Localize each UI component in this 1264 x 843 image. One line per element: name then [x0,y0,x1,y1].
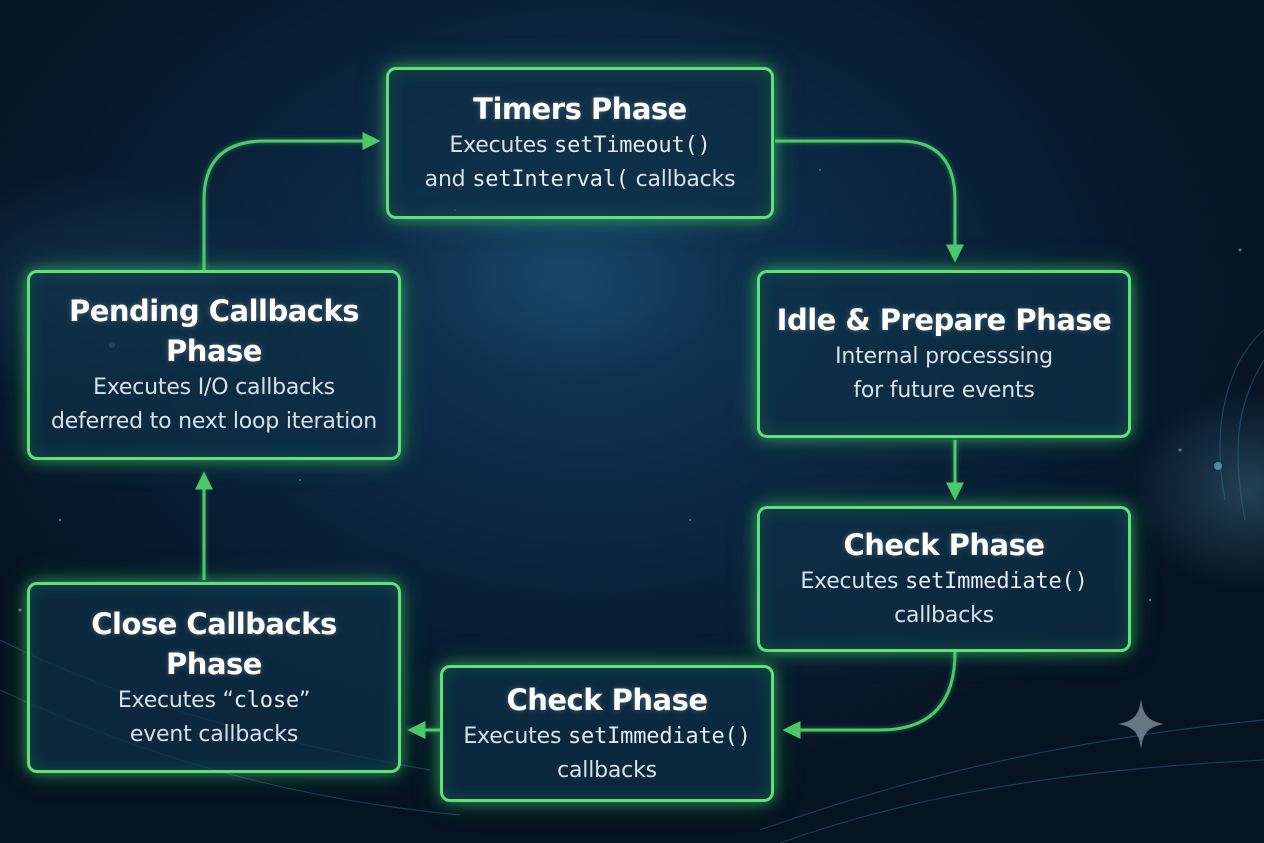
idle-prepare-desc-line2: for future events [853,378,1035,403]
check-phase-right-node: Check Phase Executes setImmediate() call… [757,506,1131,652]
check-phase-bottom-title: Check Phase [506,682,708,717]
check-phase-bottom-desc-line2: callbacks [557,757,657,783]
idle-prepare-phase-node: Idle & Prepare Phase Internal processsin… [757,270,1131,438]
pending-callbacks-phase-node: Pending Callbacks Phase Executes I/O cal… [27,270,401,460]
sparkle-icon [1118,699,1164,749]
idle-prepare-desc-line1: Internal processsing [835,344,1053,369]
timers-phase-node: Timers Phase Executes setTimeout() and s… [386,67,774,219]
close-desc-tail: ” [298,687,311,713]
timers-phase-desc-line1: Executes setTimeout() [449,129,710,163]
check-bottom-desc-text: Executes [463,723,568,749]
close-desc-text: Executes “ [117,687,234,713]
close-callbacks-desc-line1: Executes “close” [118,684,310,718]
pending-callbacks-desc-line2: deferred to next loop iteration [50,409,378,434]
close-callbacks-title-line2: Phase [166,646,262,681]
pending-callbacks-desc-line1: Executes I/O callbacks [93,375,335,400]
timers-phase-title: Timers Phase [473,92,687,126]
check-right-desc-text: Executes [800,569,905,594]
check-phase-bottom-node: Check Phase Executes setImmediate() call… [440,665,774,802]
close-desc-code: close [233,687,299,713]
check-right-desc-code: setImmediate() [905,569,1088,594]
timers-desc-code-setinterval: setInterval( [472,167,629,192]
timers-desc-code-settimeout: setTimeout() [554,133,711,158]
arrow-pending-to-timers [202,132,381,270]
timers-desc-text-2: and [424,167,473,192]
check-phase-right-title: Check Phase [843,528,1045,562]
pending-callbacks-title-line2: Phase [166,334,262,368]
check-phase-right-desc-line2: callbacks [894,603,994,628]
pending-callbacks-title-line1: Pending Callbacks [68,294,360,328]
timers-phase-desc-line2: and setInterval( callbacks [425,163,736,197]
close-callbacks-phase-node: Close Callbacks Phase Executes “close” e… [27,582,401,773]
check-bottom-desc-code: setImmediate() [568,723,751,749]
close-callbacks-title-line1: Close Callbacks [91,606,337,641]
close-callbacks-desc-line2: event callbacks [129,721,299,747]
arrow-timers-to-idle [775,139,964,263]
check-phase-right-desc-line1: Executes setImmediate() [800,565,1087,599]
timers-desc-text: Executes [449,133,555,158]
arrow-check-to-check-bottom [782,651,957,739]
timers-desc-tail: callbacks [628,167,736,192]
idle-prepare-phase-title: Idle & Prepare Phase [776,303,1112,337]
check-phase-bottom-desc-line1: Executes setImmediate() [463,720,750,754]
